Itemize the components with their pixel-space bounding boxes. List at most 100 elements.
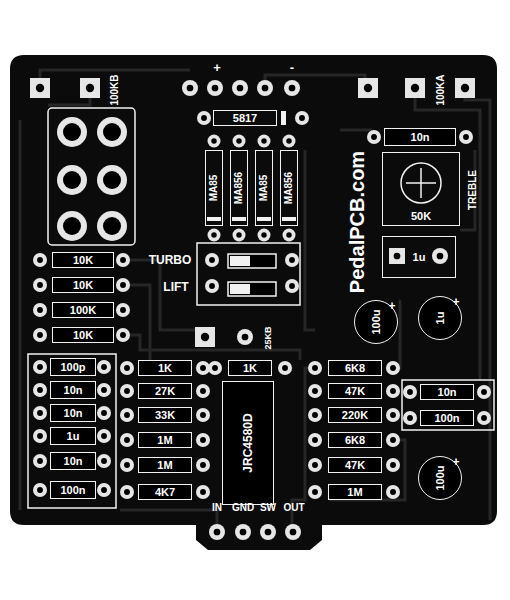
round-pad: [205, 279, 219, 293]
brand-text: PedalPCB.com: [347, 151, 367, 293]
round-pad: [233, 135, 246, 148]
resistor-outline: 1M: [328, 484, 382, 500]
pad-hole: [312, 365, 318, 371]
round-pad: [196, 458, 210, 472]
diode-body: MA85: [255, 150, 273, 226]
component-value: 1u: [413, 252, 426, 263]
pad-hole: [201, 115, 207, 121]
pad-hole: [37, 332, 43, 338]
pad-hole: [461, 84, 469, 92]
pot-value: 100KA: [436, 74, 446, 105]
capacitor-outline: 100p: [50, 358, 96, 376]
solder-pads: [30, 78, 491, 540]
pad-hole: [371, 134, 377, 140]
round-pad: [97, 406, 111, 420]
resistor-outline: 100K: [52, 302, 114, 318]
slide-knob: [230, 284, 250, 294]
pad-hole: [101, 458, 107, 464]
round-pad: [33, 278, 47, 292]
round-pad: [208, 361, 222, 375]
pad-hole: [265, 529, 272, 536]
slide-switch: [228, 282, 276, 296]
component-value: JRC4580D: [242, 413, 254, 472]
pad-hole: [481, 389, 487, 395]
pad-hole: [312, 412, 318, 418]
pad-hole: [37, 257, 43, 263]
pad-hole: [63, 171, 81, 189]
round-pad: [432, 248, 448, 264]
round-pad: [33, 454, 47, 468]
round-pad: [207, 80, 223, 96]
capacitor-outline: 10n: [50, 381, 96, 399]
diode-band: [257, 217, 271, 221]
component-value: 10n: [411, 132, 430, 143]
resistor-outline: 1K: [228, 360, 272, 376]
component-value: 1K: [158, 363, 172, 374]
square-pad: [30, 78, 50, 98]
pad-hole: [236, 232, 241, 237]
pad-hole: [37, 307, 43, 313]
footswitch-pad: [97, 165, 127, 195]
polarity-mark: +: [452, 296, 459, 308]
pad-hole: [407, 389, 413, 395]
pad-hole: [240, 529, 247, 536]
pad-hole: [63, 123, 81, 141]
slide-knob: [230, 256, 250, 266]
component-value: 33K: [155, 410, 175, 421]
pad-hole: [101, 410, 107, 416]
round-pad: [367, 130, 381, 144]
pad-hole: [120, 282, 126, 288]
pot-value: 100KB: [110, 74, 120, 105]
cap-group-outline: [402, 380, 494, 430]
pad-hole: [364, 84, 372, 92]
round-pad: [308, 361, 322, 375]
round-pad: [116, 278, 130, 292]
trimmer-symbol: [401, 163, 441, 203]
pad-hole: [463, 134, 469, 140]
pad-hole: [394, 253, 401, 260]
pad-hole: [282, 365, 288, 371]
round-pad: [403, 411, 417, 425]
pad-hole: [209, 283, 215, 289]
component-value: MA85: [259, 175, 269, 202]
footswitch-pad: [97, 211, 127, 241]
pad-hole: [124, 437, 130, 443]
power-pin-name: +: [213, 61, 221, 74]
pad-hole: [289, 85, 296, 92]
component-value: 47K: [345, 386, 365, 397]
round-pad: [116, 328, 130, 342]
pad-hole: [312, 489, 318, 495]
ic-outline: JRC4580D: [222, 381, 274, 505]
component-value: 1M: [157, 460, 172, 471]
pad-hole: [212, 365, 218, 371]
pad-hole: [214, 529, 221, 536]
round-pad: [308, 458, 322, 472]
pad-hole: [212, 85, 219, 92]
pad-hole: [286, 138, 291, 143]
component-value: 10K: [73, 280, 93, 291]
diode-body: MA856: [230, 150, 248, 226]
pad-hole: [120, 307, 126, 313]
component-value: 1M: [347, 487, 362, 498]
pad-hole: [481, 415, 487, 421]
slide-switch: [228, 254, 276, 268]
round-pad: [33, 303, 47, 317]
component-value: 10n: [438, 387, 457, 398]
round-pad: [208, 229, 221, 242]
resistor-outline: 47K: [328, 383, 382, 399]
pad-hole: [124, 462, 130, 468]
round-pad: [120, 458, 134, 472]
pad-hole: [312, 388, 318, 394]
signal-pin-name: SW: [260, 503, 276, 513]
pad-hole: [299, 115, 305, 121]
round-pad: [209, 524, 225, 540]
round-pad: [386, 408, 400, 422]
round-pad: [33, 328, 47, 342]
round-pad: [233, 229, 246, 242]
switch-label: LIFT: [163, 281, 188, 293]
copper-traces: [20, 70, 490, 532]
pad-hole: [120, 332, 126, 338]
round-pad: [196, 361, 210, 375]
pad-hole: [103, 217, 121, 235]
square-pad: [195, 327, 215, 347]
